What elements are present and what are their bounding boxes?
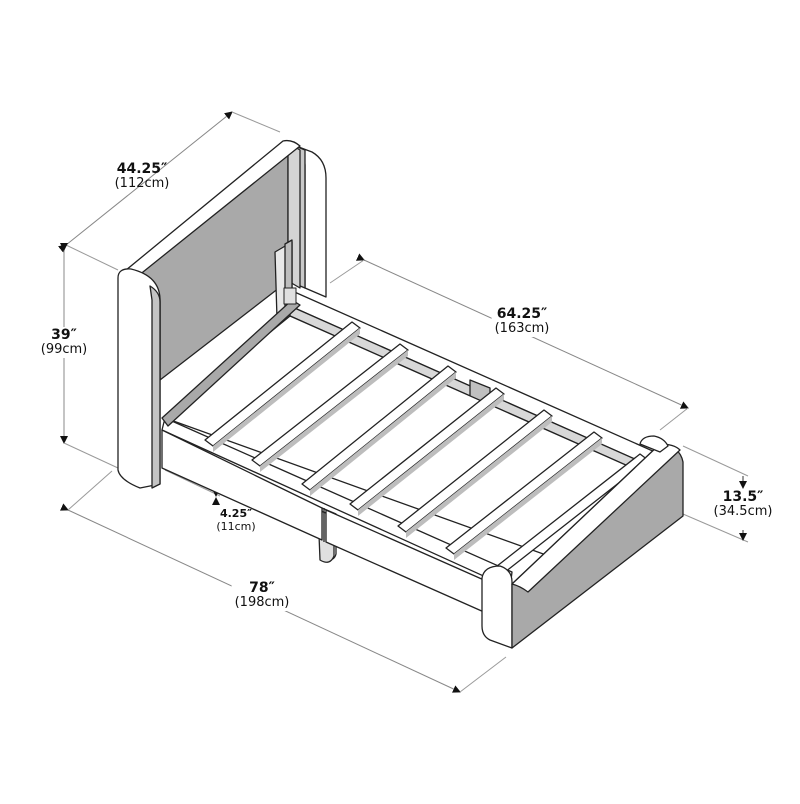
dim-headboard-width-imperial: 44.25″ (116, 161, 168, 177)
dim-headboard-width-metric: (112cm) (114, 176, 170, 192)
dim-inner-length-imperial: 64.25″ (496, 306, 548, 322)
dim-headboard-height-metric: (99cm) (40, 342, 88, 358)
dim-inner-length: 64.25″ (163cm) (491, 306, 553, 338)
dim-headboard-height-imperial: 39″ (51, 327, 77, 343)
dim-ground-clearance-metric: (11cm) (216, 519, 256, 533)
slats (204, 321, 649, 577)
dim-ground-clearance-imperial: 4.25″ (219, 507, 253, 520)
dim-overall-length-metric: (198cm) (234, 595, 290, 611)
dim-footboard-height-metric: (34.5cm) (713, 504, 773, 520)
dim-ground-clearance: 4.25″ (11cm) (216, 507, 256, 533)
dim-footboard-height: 13.5″ (34.5cm) (713, 489, 773, 521)
dim-overall-length-imperial: 78″ (249, 580, 275, 596)
dim-headboard-width: 44.25″ (112cm) (115, 161, 170, 192)
dim-footboard-height-imperial: 13.5″ (722, 489, 764, 505)
headboard-left-wing (117, 268, 161, 489)
dim-inner-length-metric: (163cm) (494, 321, 550, 337)
footboard-left-post (481, 565, 513, 649)
dim-headboard-height: 39″ (99cm) (38, 327, 90, 359)
dim-overall-length: 78″ (198cm) (231, 580, 293, 612)
bed-frame (117, 139, 684, 649)
